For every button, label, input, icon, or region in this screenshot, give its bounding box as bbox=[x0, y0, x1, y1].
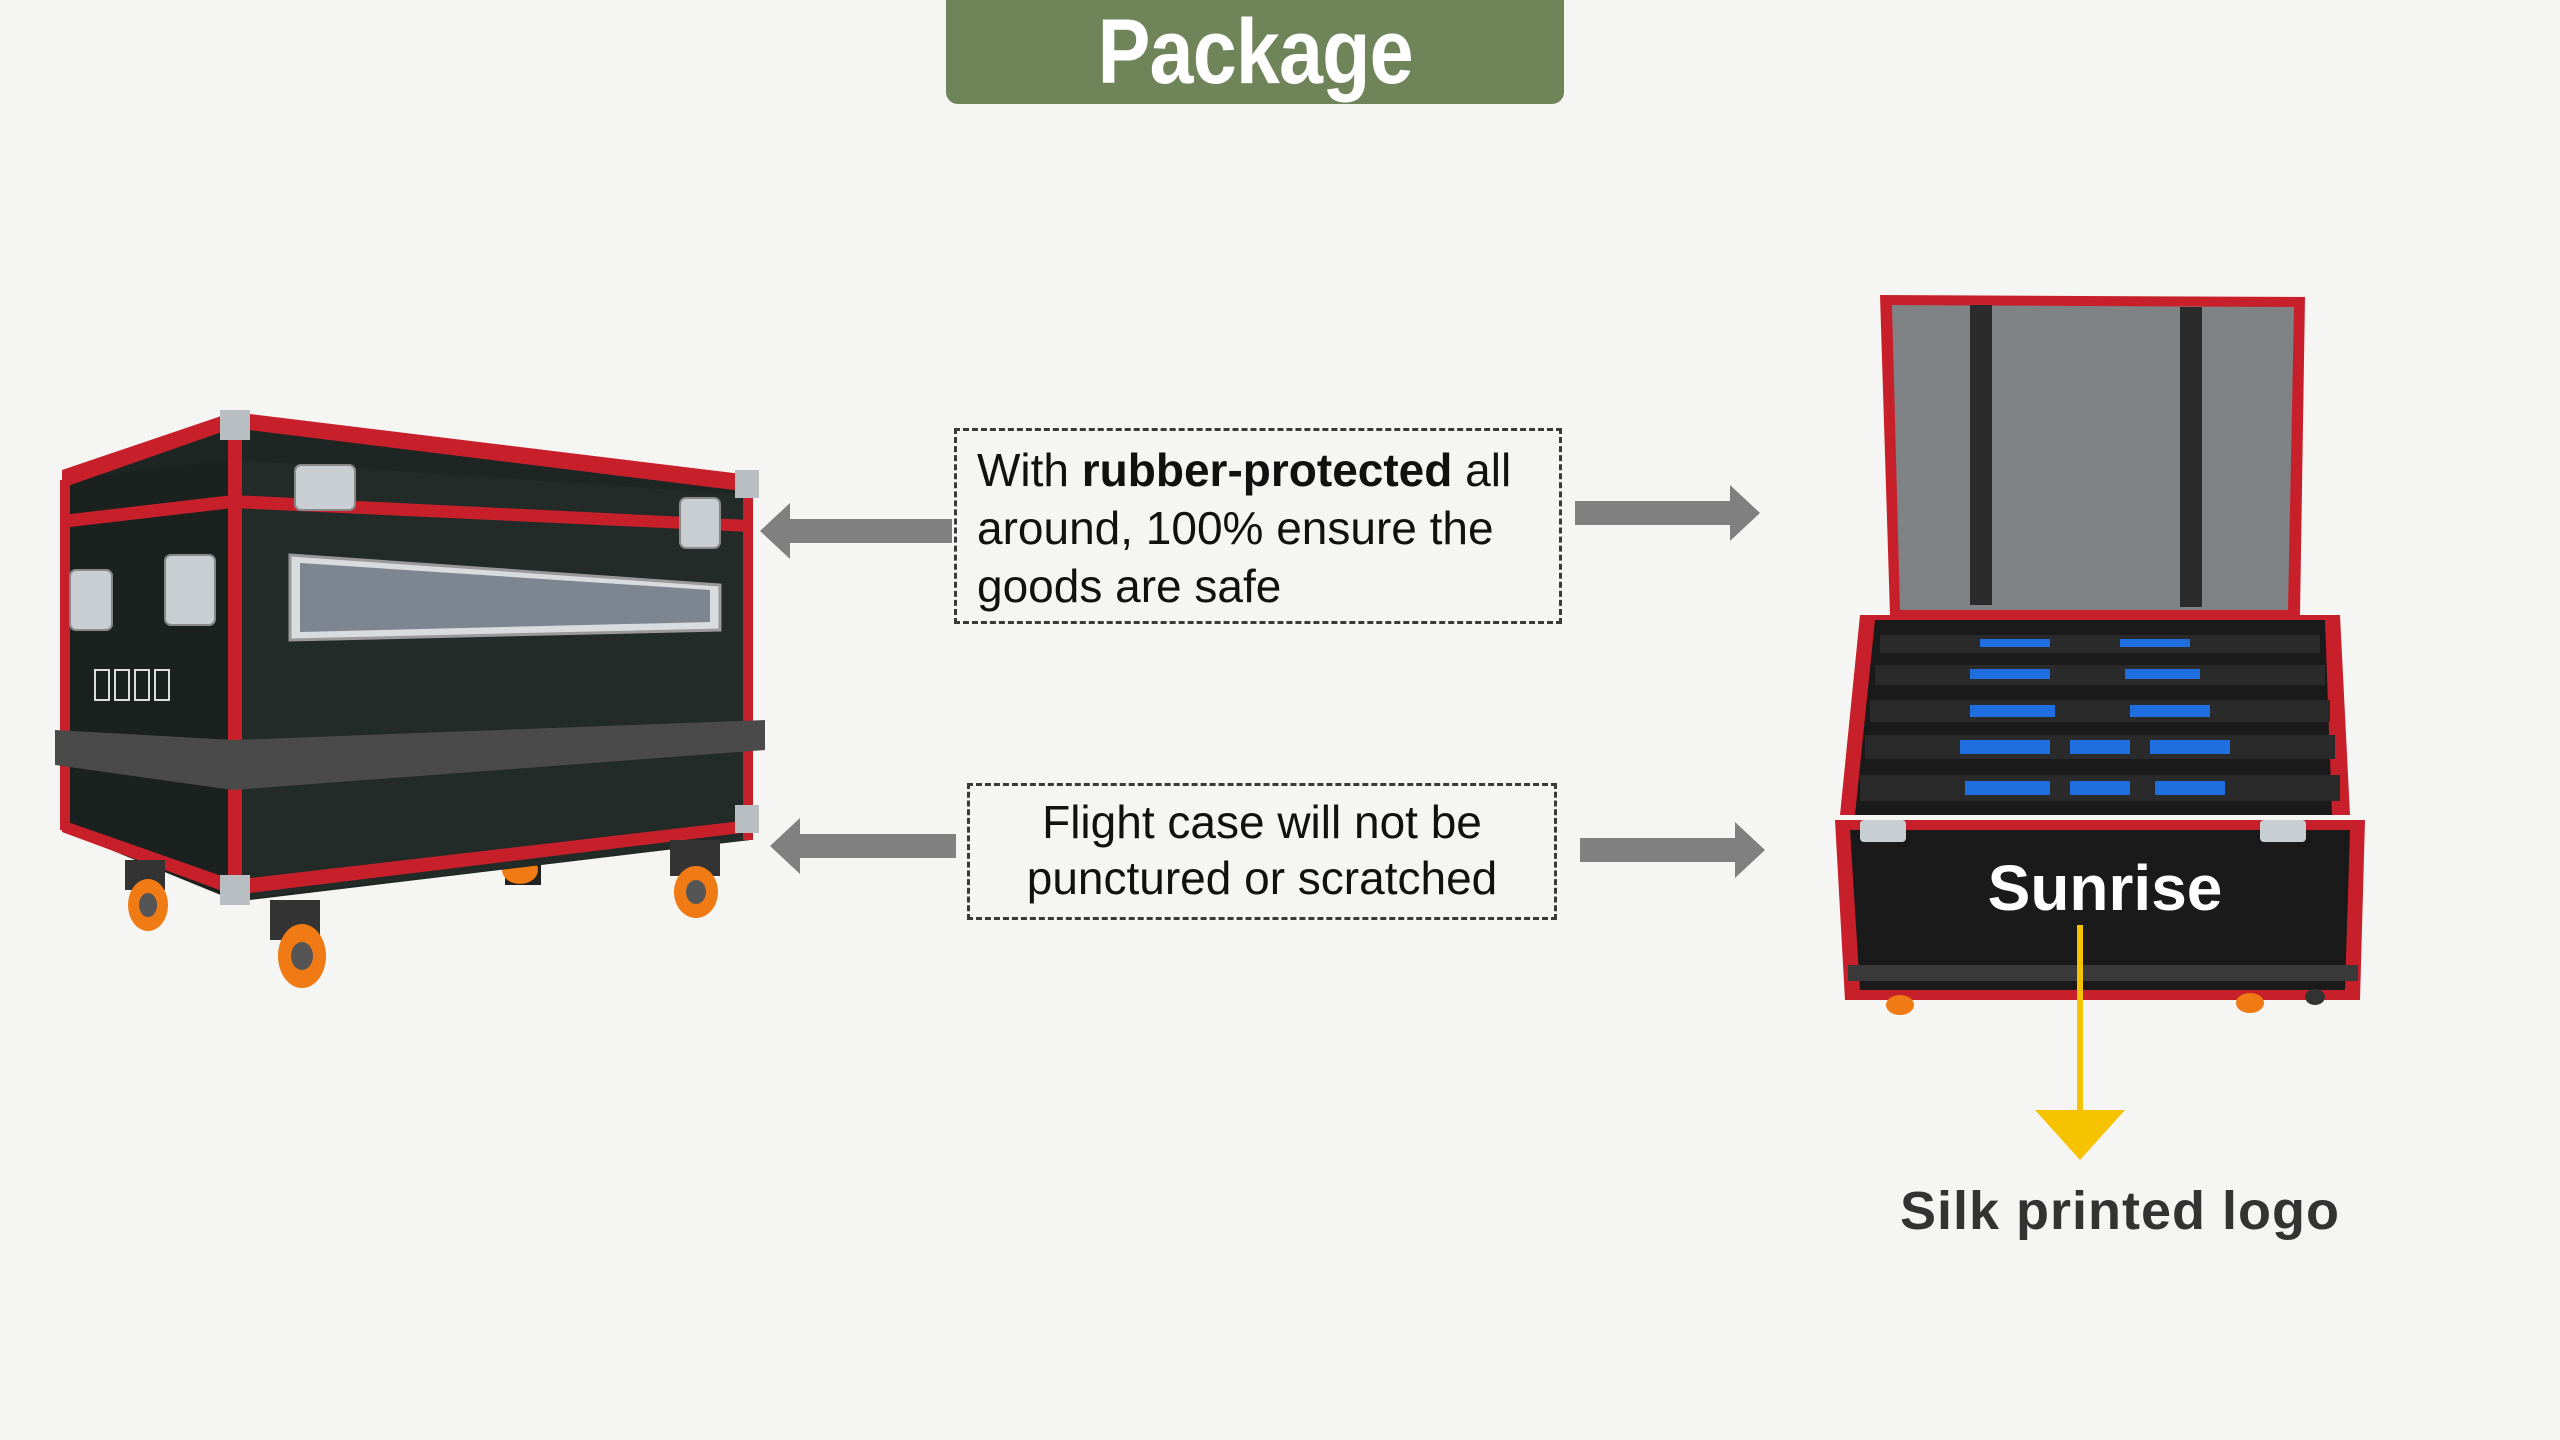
brand-logo-text: Sunrise bbox=[1988, 852, 2223, 924]
arrow-left-bottom bbox=[770, 818, 956, 874]
case-wheel-front-right bbox=[670, 840, 720, 918]
flight-case-callout-text: Flight case will not be punctured or scr… bbox=[1026, 796, 1498, 904]
rubber-callout-text-before: With bbox=[977, 444, 1082, 496]
closed-flight-case-image bbox=[55, 410, 765, 988]
case-wheel-front-left bbox=[125, 860, 168, 931]
logo-caption: Silk printed logo bbox=[1900, 1181, 2341, 1241]
rubber-protection-callout: With rubber-protected all around, 100% e… bbox=[954, 428, 1562, 624]
page-title-banner: Package bbox=[946, 0, 1564, 104]
case-wheel-front-middle bbox=[270, 900, 326, 988]
rubber-callout-text-bold: rubber-protected bbox=[1081, 444, 1453, 496]
arrow-left-top bbox=[760, 503, 952, 559]
logo-pointer-arrow bbox=[2035, 925, 2125, 1160]
page-title: Package bbox=[1097, 0, 1413, 103]
flight-case-callout: Flight case will not be punctured or scr… bbox=[967, 783, 1557, 920]
arrow-right-bottom bbox=[1580, 822, 1765, 878]
rubber-callout-text-after: all around, 100% ensure the goods are sa… bbox=[977, 444, 1512, 612]
led-module-trays bbox=[1860, 635, 2340, 801]
open-flight-case-image: Sunrise bbox=[1835, 295, 2365, 1015]
arrow-right-top bbox=[1575, 485, 1760, 541]
